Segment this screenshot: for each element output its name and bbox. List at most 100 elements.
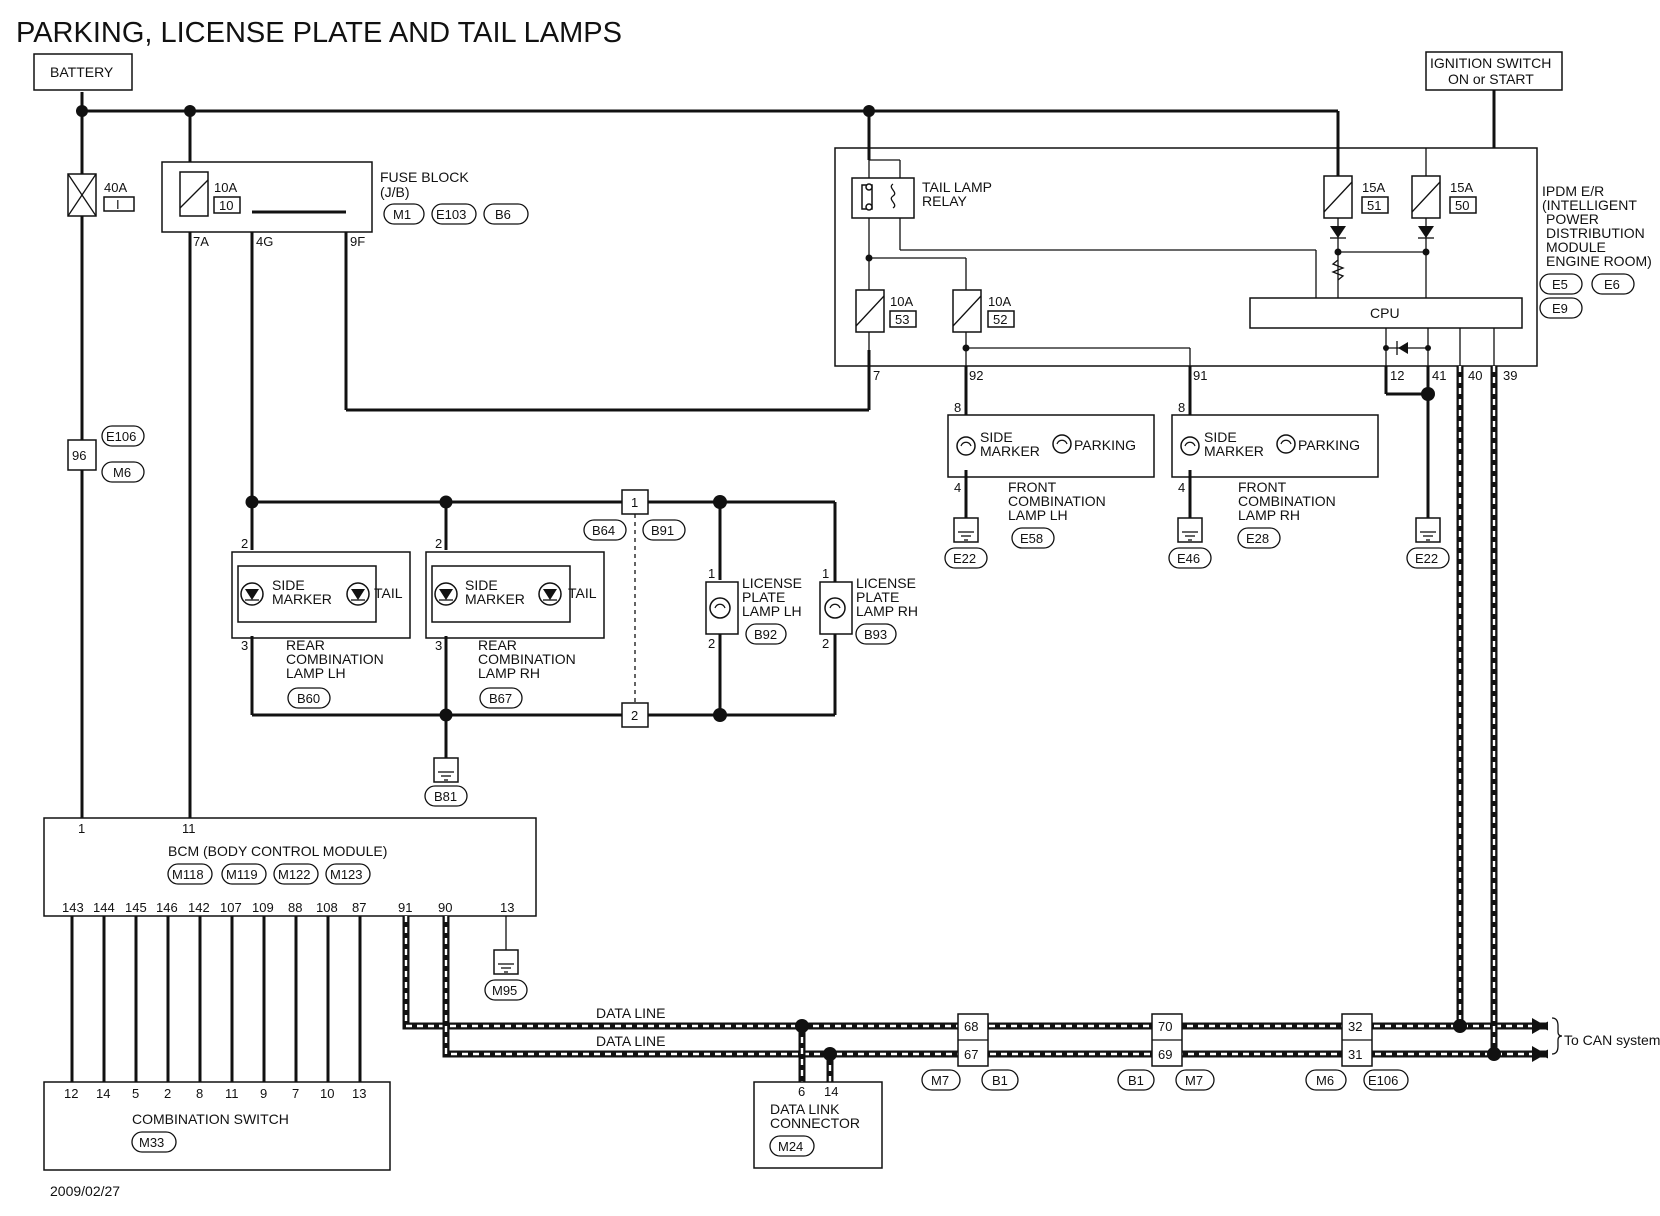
connector-b6-label: B6 — [495, 207, 511, 222]
rear-rh-marker-label: MARKER — [465, 591, 525, 607]
main-fuse-amp: 40A — [104, 180, 127, 195]
connector-e58-label: E58 — [1020, 531, 1043, 546]
comb-switch-pin-5: 5 — [132, 1086, 139, 1101]
ipdm-label-6: ENGINE ROOM) — [1546, 253, 1652, 269]
rear-rh-tail-label: TAIL — [568, 585, 597, 601]
data-link-connector: 6 14 DATA LINK CONNECTOR M24 — [753, 1081, 883, 1169]
connector-e9-label: E9 — [1552, 301, 1568, 316]
can-joint-pin-68: 68 — [964, 1019, 978, 1034]
bcm-pin-146: 146 — [156, 900, 178, 915]
ground-e46-label: E46 — [1177, 551, 1200, 566]
connector-e28-label: E28 — [1246, 531, 1269, 546]
front-lh-pin-8: 8 — [954, 400, 961, 415]
license-lh-pin-2: 2 — [708, 636, 715, 651]
front-rh-pin-8: 8 — [1178, 400, 1185, 415]
front-rh-parking-label: PARKING — [1298, 437, 1360, 453]
ignition-switch-box — [1425, 51, 1563, 91]
front-rh-label: FRONT — [1238, 479, 1287, 495]
license-plate-lamp-rh: 1 2 LICENSE PLATE LAMP RH B93 — [819, 566, 918, 651]
front-lh-side-label: SIDE — [980, 429, 1013, 445]
rear-lh-side-label: SIDE — [272, 577, 305, 593]
connector-e6-label: E6 — [1604, 277, 1620, 292]
combination-switch-label: COMBINATION SWITCH — [132, 1111, 289, 1127]
ground-b81: B81 — [424, 757, 468, 807]
ipdm-label: IPDM E/R — [1542, 183, 1604, 199]
ground-m95: M95 — [484, 949, 528, 1001]
bcm-pin-90: 90 — [438, 900, 452, 915]
ground-e22-ipdm: E22 — [1406, 517, 1450, 569]
bcm-pin-143: 143 — [62, 900, 84, 915]
connector-m6-label: M6 — [113, 465, 131, 480]
ipdm-pin-91: 91 — [1193, 368, 1207, 383]
ground-m95-label: M95 — [492, 983, 517, 998]
bcm-pin-13: 13 — [500, 900, 514, 915]
data-line-label-2: DATA LINE — [596, 1033, 666, 1049]
ground-e46: E46 — [1168, 517, 1212, 569]
connector-m119-label: M119 — [226, 867, 258, 882]
can-joint-pin-32: 32 — [1348, 1019, 1362, 1034]
connector-m24-label: M24 — [778, 1139, 803, 1154]
relay-label: TAIL LAMP — [922, 179, 992, 195]
can-joint-m7-b1: 68 67 M7 B1 — [921, 1013, 1019, 1091]
front-rh-side-label: SIDE — [1204, 429, 1237, 445]
connector-b1-label: B1 — [992, 1073, 1008, 1088]
comb-switch-pin-11: 11 — [225, 1086, 239, 1101]
fuse-50-amp: 15A — [1450, 180, 1473, 195]
connector-e5-label: E5 — [1552, 277, 1568, 292]
ignition-state-label: ON or START — [1448, 71, 1534, 87]
license-plate-lamp-lh: 1 2 LICENSE PLATE LAMP LH B92 — [705, 566, 802, 651]
can-joint-pin-69: 69 — [1158, 1047, 1172, 1062]
connector-b67-label: B67 — [489, 691, 512, 706]
relay-label-2: RELAY — [922, 193, 968, 209]
ipdm-label-5: MODULE — [1546, 239, 1606, 255]
can-joint-pin-70: 70 — [1158, 1019, 1172, 1034]
fuse-53-num: 53 — [895, 312, 909, 327]
joint-96-label: 96 — [72, 448, 86, 463]
jb-pin-7a: 7A — [193, 234, 209, 249]
data-link-label: DATA LINK — [770, 1101, 840, 1117]
dlc-pin-6: 6 — [798, 1084, 805, 1099]
bcm-module: 1 11 BCM (BODY CONTROL MODULE) M118 M119… — [43, 817, 537, 917]
fuse-52-amp: 10A — [988, 294, 1011, 309]
ipdm-label-2: (INTELLIGENT — [1542, 197, 1637, 213]
jb-pin-4g: 4G — [256, 234, 273, 249]
bcm-pin-1: 1 — [78, 821, 85, 836]
joint-pin-2: 2 — [631, 708, 638, 723]
bcm-pin-107: 107 — [220, 900, 242, 915]
connector-b92-label: B92 — [754, 627, 777, 642]
rear-rh-label-3: LAMP RH — [478, 665, 540, 681]
license-lh-label-2: PLATE — [742, 589, 785, 605]
can-joint-b1-m7: 70 69 B1 M7 — [1117, 1013, 1215, 1091]
bcm-pin-11: 11 — [182, 821, 196, 836]
front-lh-parking-label: PARKING — [1074, 437, 1136, 453]
bcm-pin-145: 145 — [125, 900, 147, 915]
ipdm-pin-41: 41 — [1432, 368, 1446, 383]
comb-switch-pin-7: 7 — [292, 1086, 299, 1101]
comb-switch-pin-2: 2 — [164, 1086, 171, 1101]
ignition-switch-label: IGNITION SWITCH — [1430, 55, 1551, 71]
bcm-pin-142: 142 — [188, 900, 210, 915]
license-lh-label-3: LAMP LH — [742, 603, 802, 619]
license-rh-label: LICENSE — [856, 575, 916, 591]
ipdm-pin-39: 39 — [1503, 368, 1517, 383]
joint-connector-96: 96 E106 M6 — [67, 425, 145, 483]
comb-switch-pin-10: 10 — [320, 1086, 334, 1101]
fuse-block: 10A 10 FUSE BLOCK (J/B) M1 E103 B6 7A 4G… — [161, 161, 529, 249]
bcm-pin-91: 91 — [398, 900, 412, 915]
connector-b91-label: B91 — [651, 523, 674, 538]
can-joint-pin-31: 31 — [1348, 1047, 1362, 1062]
rear-lamp-wires — [245, 495, 837, 758]
rear-lh-label-2: COMBINATION — [286, 651, 384, 667]
can-joint-pin-67: 67 — [964, 1047, 978, 1062]
license-rh-pin-2: 2 — [822, 636, 829, 651]
junction-dots — [76, 105, 875, 117]
ipdm-module: TAIL LAMP RELAY 10A 53 10A 52 15A 51 15A… — [834, 147, 1652, 390]
connector-e106-label: E106 — [106, 429, 136, 444]
fuse-52-num: 52 — [993, 312, 1007, 327]
can-data-lines: To CAN system DATA LINE DATA LINE — [402, 366, 1660, 1082]
front-rh-label-2: COMBINATION — [1238, 493, 1336, 509]
battery-label: BATTERY — [50, 64, 114, 80]
front-rh-pin-4: 4 — [1178, 480, 1185, 495]
joint-pin-1: 1 — [631, 495, 638, 510]
